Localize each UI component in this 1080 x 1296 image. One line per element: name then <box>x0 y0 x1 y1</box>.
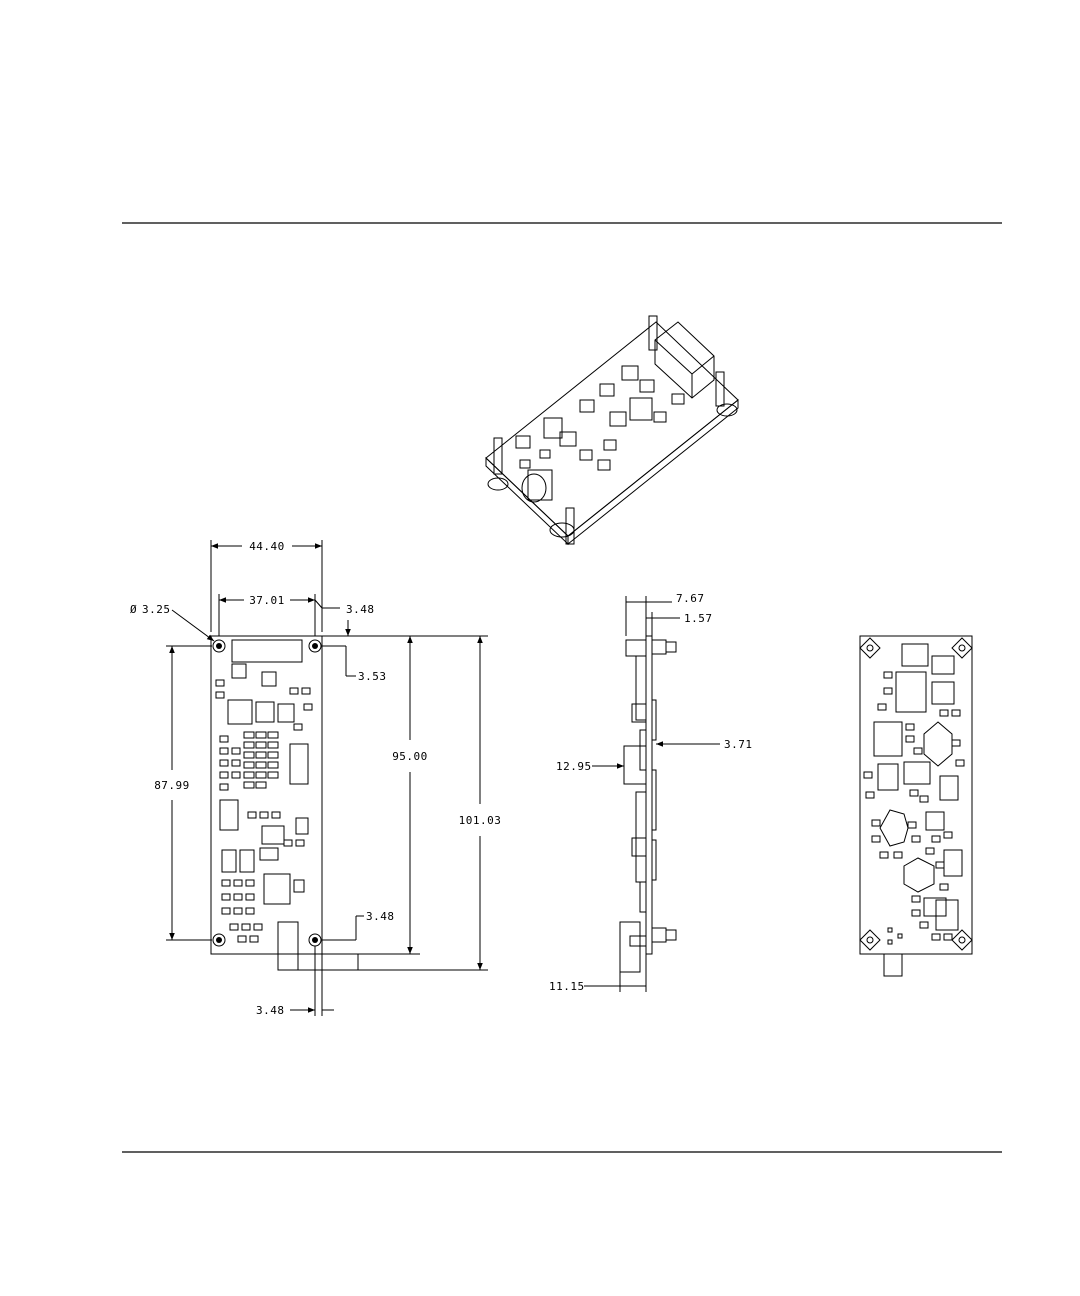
dim-hole-spacing-vertical: 87.99 <box>154 779 190 792</box>
dim-hole-offset-bottom: 3.48 <box>366 910 395 923</box>
dim-hole-diameter: 3.25 <box>142 603 171 616</box>
dim-width-overall: 44.40 <box>249 540 285 553</box>
dim-side-height-total: 7.67 <box>676 592 705 605</box>
dim-board-thickness: 1.57 <box>684 612 713 625</box>
dim-width-holes: 37.01 <box>249 594 285 607</box>
dim-connector-height: 12.95 <box>556 760 592 773</box>
top-view: 44.40 37.01 Ø 3.25 3.48 3.53 87.99 95.00 <box>130 540 501 1017</box>
bottom-view <box>860 636 972 976</box>
dim-hole-diameter-symbol: Ø <box>130 603 137 616</box>
dim-side-component-height: 3.71 <box>724 738 753 751</box>
dim-length-holes: 95.00 <box>392 750 428 763</box>
isometric-view <box>486 316 738 544</box>
dim-length-overall: 101.03 <box>459 814 502 827</box>
dim-hole-offset-top: 3.53 <box>358 670 387 683</box>
side-view: 7.67 1.57 3.71 12.95 11.15 <box>549 592 753 993</box>
dim-hole-offset-right: 3.48 <box>346 603 375 616</box>
dim-hole-offset-bottom-x: 3.48 <box>256 1004 285 1017</box>
dim-connector-depth: 11.15 <box>549 980 585 993</box>
